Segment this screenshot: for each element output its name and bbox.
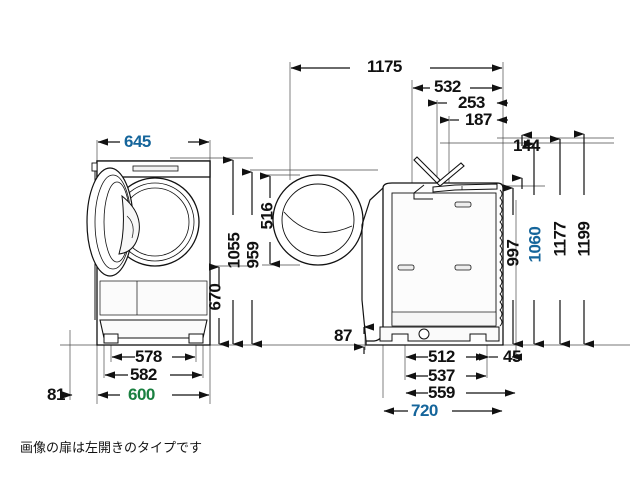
dim-side-base-mid: 537 <box>428 366 455 385</box>
dimension-lines <box>61 64 595 415</box>
dim-side-height-with-hose: 1177 <box>550 221 570 257</box>
dim-front-base-outer: 582 <box>130 365 157 384</box>
dim-front-base-inner: 578 <box>135 347 162 366</box>
drawing-caption: 画像の扉は左開きのタイプです <box>20 441 203 456</box>
dim-side-height-total: 1060 <box>525 226 545 263</box>
top-view-drum <box>272 174 364 266</box>
dim-front-height-to-panel: 1055 <box>224 232 244 269</box>
dim-side-lid-dim-b: 253 <box>458 93 485 112</box>
dim-side-lid-dim-c: 187 <box>465 110 492 129</box>
dim-side-lid-dim-a: 532 <box>434 77 461 96</box>
dim-front-height-drum-center: 670 <box>205 283 225 311</box>
dim-side-base-height: 87 <box>334 326 352 345</box>
dim-side-base-inner: 512 <box>428 347 455 366</box>
dim-side-rear-clearance: 45 <box>503 347 521 366</box>
dim-top-drum-opening: 516 <box>257 202 277 230</box>
dim-side-height-body: 997 <box>503 239 523 267</box>
dim-side-lid-height: 144 <box>513 136 540 155</box>
dim-front-left-offset: 81 <box>47 385 65 404</box>
dim-side-base-outer: 559 <box>428 383 455 402</box>
dim-front-base-total: 600 <box>128 385 155 404</box>
front-view-washer <box>86 160 211 346</box>
dim-side-height-max: 1199 <box>574 221 594 257</box>
side-view-washer <box>361 156 504 346</box>
dim-side-door-open-span: 1175 <box>367 57 402 76</box>
dim-top-depth-overall: 959 <box>243 241 263 269</box>
dim-front-width-overall: 645 <box>124 132 151 151</box>
dim-side-depth-total: 720 <box>411 401 438 420</box>
